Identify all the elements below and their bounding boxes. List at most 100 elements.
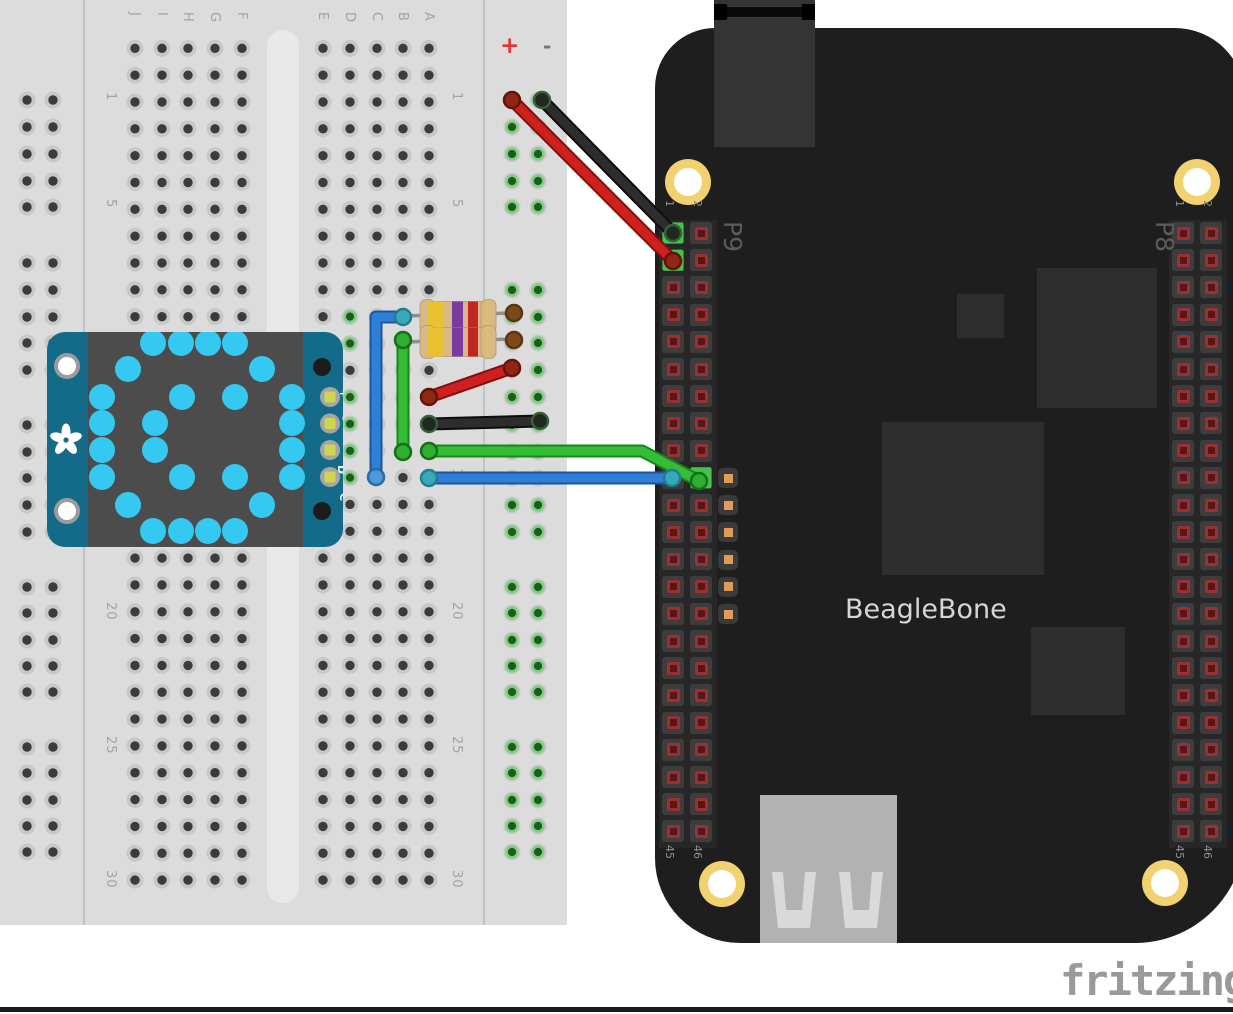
- p9-pin-14[interactable]: [690, 385, 712, 408]
- p8-pin-42[interactable]: [1200, 766, 1222, 788]
- p9-pin-8[interactable]: [690, 303, 712, 326]
- p8-pin-31[interactable]: [1172, 630, 1194, 652]
- p8-pin-21[interactable]: [1172, 494, 1194, 516]
- p8-pin-17[interactable]: [1172, 439, 1194, 462]
- p8-pin-20[interactable]: [1200, 466, 1222, 489]
- p8-pin-11[interactable]: [1172, 358, 1194, 380]
- p8-pin-37[interactable]: [1172, 711, 1194, 734]
- p8-pin-40[interactable]: [1200, 738, 1222, 761]
- aux-pin-5[interactable]: [718, 576, 738, 597]
- p8-pin-4[interactable]: [1200, 249, 1222, 272]
- p8-pin-12[interactable]: [1200, 358, 1222, 380]
- p8-pin-27[interactable]: [1172, 575, 1194, 598]
- p9-pin-44[interactable]: [690, 793, 712, 816]
- p9-pin-17[interactable]: [662, 439, 684, 462]
- p9-pin-23[interactable]: [662, 521, 684, 544]
- p9-pin-37[interactable]: [662, 711, 684, 734]
- p8-pin-36[interactable]: [1200, 684, 1222, 707]
- aux-pin-2[interactable]: [718, 495, 738, 516]
- p9-pin-29[interactable]: [662, 602, 684, 625]
- p8-pin-16[interactable]: [1200, 412, 1222, 435]
- p9-pin-46[interactable]: [690, 820, 712, 843]
- aux-pin-4[interactable]: [718, 549, 738, 570]
- p9-pin-18[interactable]: [690, 439, 712, 462]
- p9-pin-38[interactable]: [690, 711, 712, 734]
- p8-pin-9[interactable]: [1172, 330, 1194, 353]
- p9-pin-45[interactable]: [662, 820, 684, 843]
- p9-pin-33[interactable]: [662, 657, 684, 680]
- p9-pin-24[interactable]: [690, 521, 712, 544]
- p8-pin-15[interactable]: [1172, 412, 1194, 435]
- p8-pin-33[interactable]: [1172, 657, 1194, 680]
- p9-pin-6[interactable]: [690, 276, 712, 299]
- p8-pin-35[interactable]: [1172, 684, 1194, 707]
- p8-pin-24[interactable]: [1200, 521, 1222, 544]
- p9-pin-35[interactable]: [662, 684, 684, 707]
- p9-pin-19[interactable]: [662, 466, 684, 489]
- p9-pin-7[interactable]: [662, 303, 684, 326]
- led-display-board[interactable]: +-DC: [47, 330, 350, 547]
- p8-pin-5[interactable]: [1172, 276, 1194, 299]
- p9-pin-34[interactable]: [690, 657, 712, 680]
- aux-pin-3[interactable]: [718, 522, 738, 543]
- p8-pin-43[interactable]: [1172, 793, 1194, 816]
- p9-pin-42[interactable]: [690, 766, 712, 788]
- p9-pin-15[interactable]: [662, 412, 684, 435]
- p8-pin-32[interactable]: [1200, 630, 1222, 652]
- p8-pin-30[interactable]: [1200, 602, 1222, 625]
- p8-pin-13[interactable]: [1172, 385, 1194, 408]
- p8-pin-6[interactable]: [1200, 276, 1222, 299]
- p8-pin-19[interactable]: [1172, 466, 1194, 489]
- p8-pin-41[interactable]: [1172, 766, 1194, 788]
- p8-pin-8[interactable]: [1200, 303, 1222, 326]
- aux-pin-6[interactable]: [718, 604, 738, 624]
- p8-pin-10[interactable]: [1200, 330, 1222, 353]
- p8-pin-26[interactable]: [1200, 548, 1222, 571]
- p9-pin-32[interactable]: [690, 630, 712, 652]
- p8-pin-25[interactable]: [1172, 548, 1194, 571]
- p9-pin-5[interactable]: [662, 276, 684, 299]
- p9-pin-41[interactable]: [662, 766, 684, 788]
- p9-pin-9[interactable]: [662, 330, 684, 353]
- p8-pin-44[interactable]: [1200, 793, 1222, 816]
- p9-pin-22[interactable]: [690, 494, 712, 516]
- p9-pin-2[interactable]: [690, 222, 712, 244]
- p8-pin-45[interactable]: [1172, 820, 1194, 843]
- p8-pin-1[interactable]: [1172, 222, 1194, 244]
- p9-pin-4[interactable]: [690, 249, 712, 272]
- p9-pin-25[interactable]: [662, 548, 684, 571]
- p9-pin-13[interactable]: [662, 385, 684, 408]
- aux-pin-1[interactable]: [718, 468, 738, 488]
- p8-pin-22[interactable]: [1200, 494, 1222, 516]
- p9-pin-36[interactable]: [690, 684, 712, 707]
- p9-pin-21[interactable]: [662, 494, 684, 516]
- p8-pin-46[interactable]: [1200, 820, 1222, 843]
- p8-pin-29[interactable]: [1172, 602, 1194, 625]
- p8-pin-7[interactable]: [1172, 303, 1194, 326]
- p8-pin-34[interactable]: [1200, 657, 1222, 680]
- p9-pin-27[interactable]: [662, 575, 684, 598]
- p9-pin-30[interactable]: [690, 602, 712, 625]
- p9-pin-31[interactable]: [662, 630, 684, 652]
- p8-pin-14[interactable]: [1200, 385, 1222, 408]
- p9-pin-26[interactable]: [690, 548, 712, 571]
- p8-pin-3[interactable]: [1172, 249, 1194, 272]
- p9-pin-16[interactable]: [690, 412, 712, 435]
- p9-pin-28[interactable]: [690, 575, 712, 598]
- p8-pin-23[interactable]: [1172, 521, 1194, 544]
- p8-pin-28[interactable]: [1200, 575, 1222, 598]
- p9-pin-20[interactable]: [690, 466, 712, 489]
- p8-pin-2[interactable]: [1200, 222, 1222, 244]
- p9-pin-1[interactable]: [662, 222, 684, 244]
- p9-pin-39[interactable]: [662, 738, 684, 761]
- p9-pin-11[interactable]: [662, 358, 684, 380]
- p8-pin-38[interactable]: [1200, 711, 1222, 734]
- p9-pin-12[interactable]: [690, 358, 712, 380]
- p8-pin-18[interactable]: [1200, 439, 1222, 462]
- p9-pin-10[interactable]: [690, 330, 712, 353]
- p8-pin-39[interactable]: [1172, 738, 1194, 761]
- p9-pin-40[interactable]: [690, 738, 712, 761]
- p9-pin-43[interactable]: [662, 793, 684, 816]
- p9-pin-3[interactable]: [662, 249, 684, 272]
